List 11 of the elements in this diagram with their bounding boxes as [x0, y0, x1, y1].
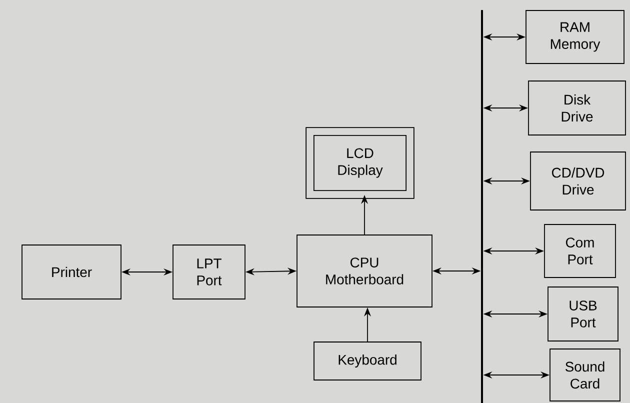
display-box: LCD Display: [306, 127, 414, 199]
port-box: LPT Port: [172, 244, 246, 300]
drive-box: CD/DVD Drive: [530, 152, 626, 210]
keyboard-box: Keyboard: [314, 342, 422, 380]
memory-box: RAM Memory: [526, 10, 624, 64]
card-box: Sound Card: [550, 348, 620, 402]
port-box: Com Port: [544, 224, 616, 278]
drive-box: Disk Drive: [528, 80, 626, 136]
cpu-box: CPU Motherboard: [296, 234, 432, 308]
printer-box: Printer: [22, 244, 122, 300]
port-box: USB Port: [548, 286, 618, 342]
